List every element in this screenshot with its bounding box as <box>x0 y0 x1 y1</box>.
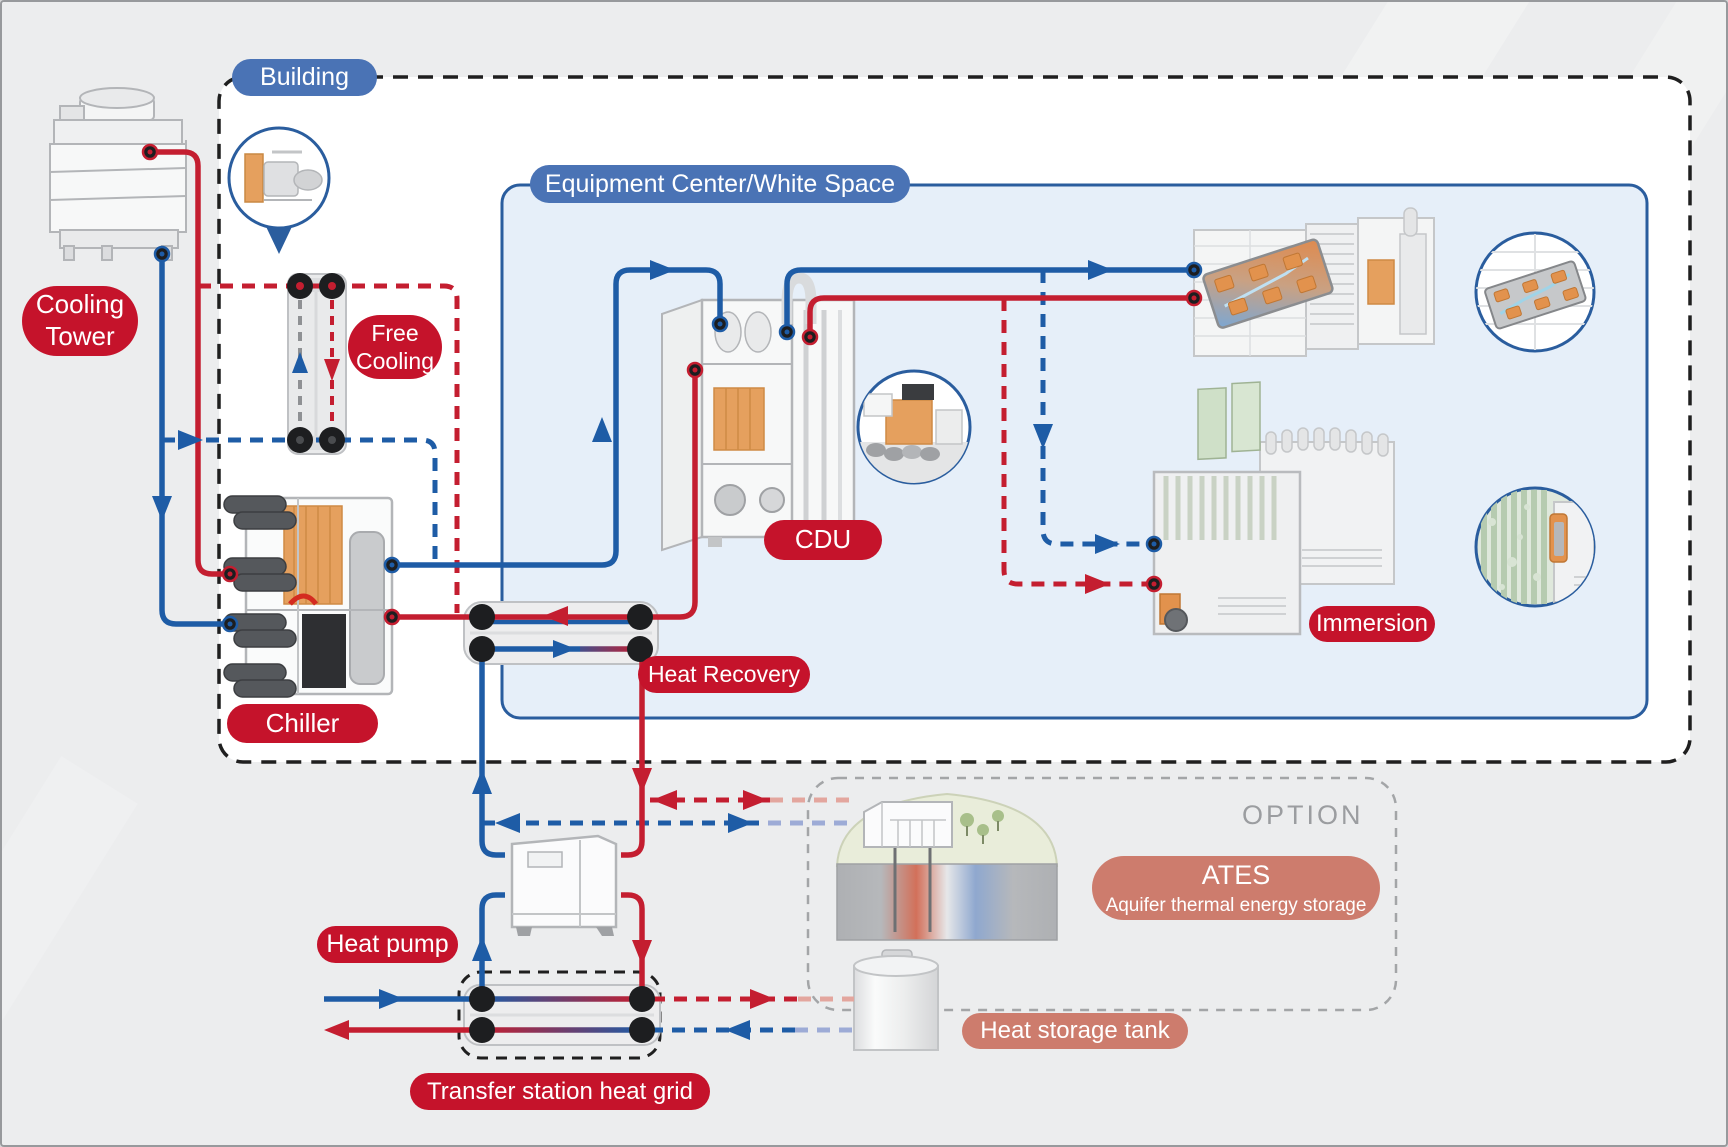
building-label: Building <box>232 59 377 96</box>
transfer-station-label: Transfer station heat grid <box>410 1073 710 1110</box>
chiller-illustration <box>223 495 394 698</box>
heat-storage-tank-illustration <box>853 949 939 1051</box>
ates-label: ATES Aquifer thermal energy storage <box>1092 856 1380 920</box>
ates-subtitle: Aquifer thermal energy storage <box>1105 894 1367 916</box>
immersion-label: Immersion <box>1309 606 1435 642</box>
immersion-tank-illustration <box>1152 381 1395 636</box>
free-cooling-internal-channels <box>298 300 334 426</box>
ates-illustration <box>835 792 1059 941</box>
heat-recovery-label: Heat Recovery <box>638 656 810 693</box>
cdu-detail-circle <box>856 369 972 485</box>
option-label: OPTION <box>1242 800 1364 830</box>
exchanger-ports <box>287 273 655 1043</box>
flow-arrows-hot <box>324 359 1110 1040</box>
cdu-label: CDU <box>764 520 882 560</box>
heat-pump-label: Heat pump <box>317 926 458 963</box>
immersion-detail-circle <box>1474 486 1596 608</box>
pipes-cold-dashed <box>162 270 1148 1033</box>
free-cooling-label: Free Cooling <box>348 315 442 379</box>
ates-title: ATES <box>1201 859 1271 890</box>
flow-arrows-cold <box>152 260 1120 1040</box>
equipment-ports <box>141 143 1203 633</box>
free-cooling-detail-circle <box>227 126 331 254</box>
pipes-cold-dashed-faded <box>768 820 854 1033</box>
cooling-tower-label: Cooling Tower <box>22 286 138 356</box>
heat-pump-illustration <box>510 834 618 936</box>
option-area-boundary <box>806 776 1398 1012</box>
cold-plate-detail-circle <box>1474 231 1596 353</box>
chiller-label: Chiller <box>227 704 378 743</box>
heat-storage-tank-label: Heat storage tank <box>962 1013 1188 1049</box>
equipment-center-label: Equipment Center/White Space <box>530 165 910 203</box>
pipes-hot-dashed-faded <box>770 797 854 1002</box>
cold-plate-rack-illustration <box>1193 207 1435 357</box>
cooling-tower-illustration <box>49 87 187 261</box>
cdu-illustration <box>661 272 856 552</box>
